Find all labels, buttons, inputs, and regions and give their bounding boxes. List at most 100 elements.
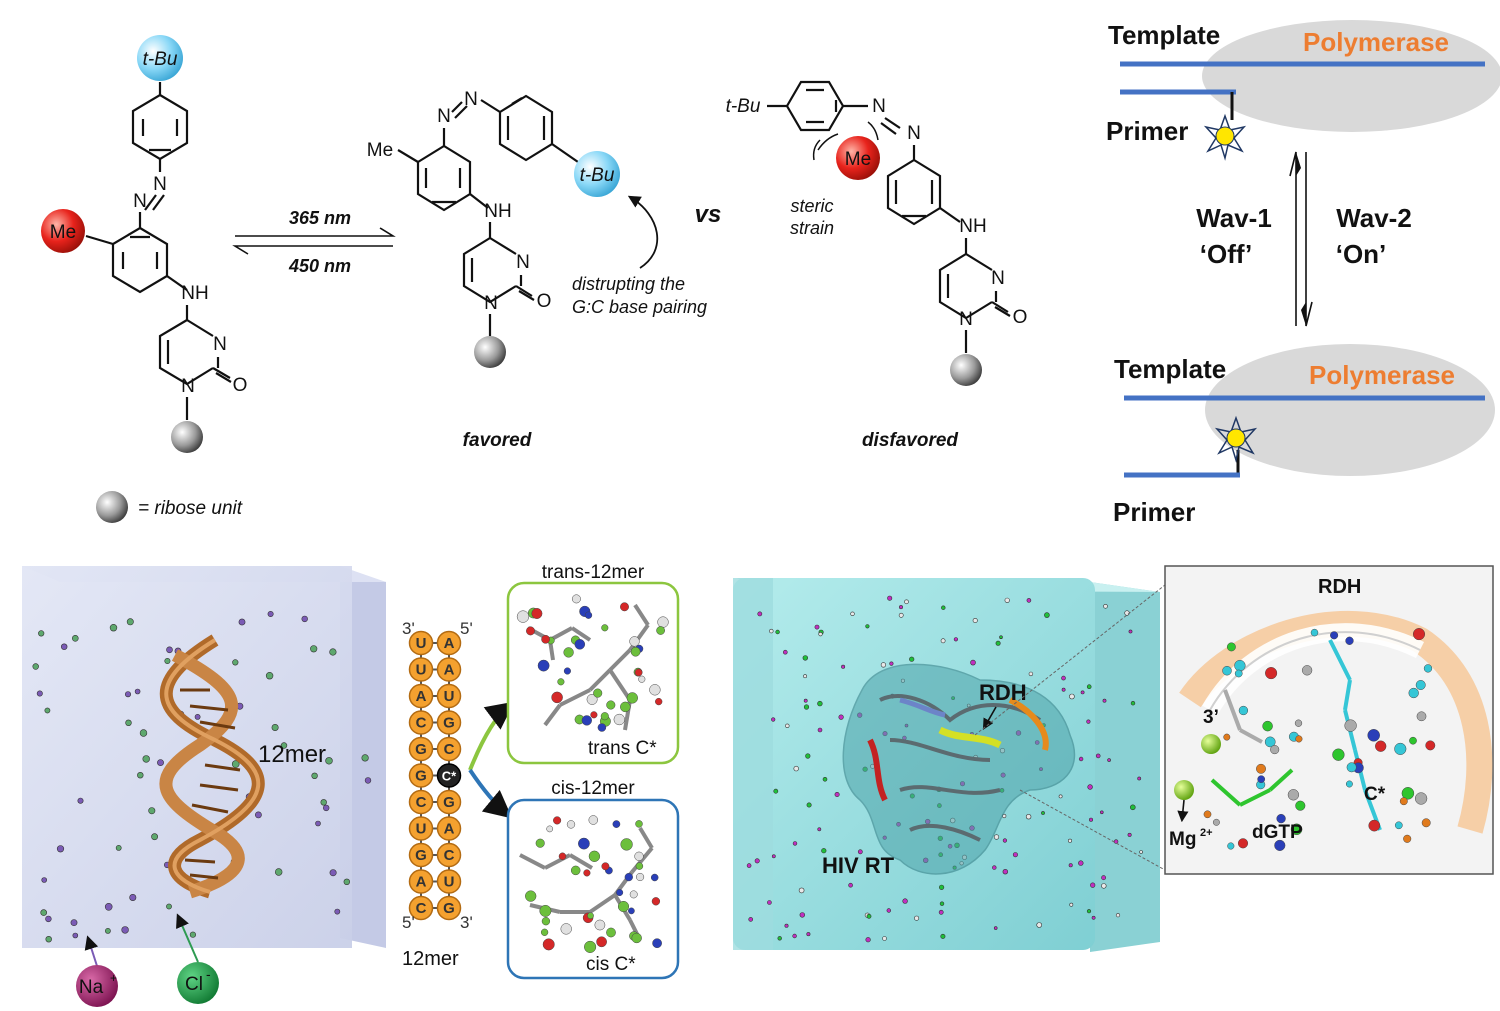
polymerase-blob-top xyxy=(1202,20,1500,132)
ion-dot xyxy=(1113,839,1119,844)
ion-dot xyxy=(148,807,156,815)
atom xyxy=(588,815,599,825)
carbonyl-o: O xyxy=(233,375,248,396)
annotation-line-1: distrupting the xyxy=(572,274,685,294)
ion-dot xyxy=(1102,698,1107,703)
azobenzene-cytidine-structure-1: t-Bu N N Me NH N N O xyxy=(41,35,247,453)
nucleotide-right-1 xyxy=(436,657,462,682)
ion-dot xyxy=(817,827,822,832)
ion-dot xyxy=(364,777,372,784)
atom xyxy=(594,919,606,931)
nucleotide-left-7 xyxy=(408,816,434,841)
atom xyxy=(1274,839,1286,851)
ion-dot xyxy=(886,908,891,913)
disfavored-tbu-label: t-Bu xyxy=(726,96,761,117)
polymerase-scheme: Polymerase Template Primer Wav-1 ‘Off’ W… xyxy=(1106,20,1500,527)
atom xyxy=(600,712,609,721)
atom xyxy=(1330,631,1339,640)
atom xyxy=(606,927,616,938)
ion-dot xyxy=(280,742,288,749)
atom xyxy=(636,872,645,882)
atom xyxy=(570,865,581,876)
ion-dot xyxy=(995,640,1001,646)
atom xyxy=(635,820,643,828)
atom xyxy=(557,678,565,686)
ion-dot xyxy=(793,765,799,772)
tbu-group-sphere xyxy=(137,35,183,81)
favored-n3: N xyxy=(516,252,530,273)
ion-dot xyxy=(56,845,65,853)
atom xyxy=(652,938,662,949)
ion-dot xyxy=(1139,850,1143,854)
ion-dot xyxy=(1130,700,1136,706)
disfavored-n1: N xyxy=(959,309,973,330)
ion-dot xyxy=(121,926,129,934)
ion-dot xyxy=(1012,852,1018,858)
ion-dot xyxy=(865,937,871,943)
atom xyxy=(535,838,545,848)
ion-dot xyxy=(866,913,872,919)
fluorophore-star-bottom-icon xyxy=(1214,415,1258,463)
polymerase-label-top: Polymerase xyxy=(1303,27,1449,57)
ion-dot xyxy=(782,649,788,655)
legend-text: = ribose unit xyxy=(138,498,243,519)
polymerase-label-bottom: Polymerase xyxy=(1309,360,1455,390)
end-bottom-left: 5' xyxy=(402,913,415,932)
atom xyxy=(616,888,624,897)
water-box-hiv-rt: RDH HIV RT xyxy=(733,578,1166,952)
nucleotide-left-3 xyxy=(408,710,434,735)
atom xyxy=(601,624,609,632)
ion-dot xyxy=(1026,598,1032,603)
atom xyxy=(1262,720,1273,732)
atom xyxy=(583,869,591,877)
atom xyxy=(584,940,597,953)
atom xyxy=(1345,636,1354,645)
disfavored-caption: disfavored xyxy=(862,430,958,451)
nucleotide-right-4 xyxy=(436,736,462,762)
trans-title: trans-12mer xyxy=(542,562,645,583)
ion-dot xyxy=(1091,915,1096,920)
azo-n-lower: N xyxy=(133,191,147,212)
atom xyxy=(587,912,594,920)
ion-dot xyxy=(320,799,327,806)
atom xyxy=(531,608,543,619)
rna-duplex-helix xyxy=(159,634,265,899)
ion-dot xyxy=(129,893,137,901)
atom xyxy=(1412,628,1426,641)
atom xyxy=(546,825,554,833)
nucleotide-right-label: U xyxy=(444,874,455,891)
ion-dot xyxy=(889,661,894,666)
ion-dot xyxy=(803,674,808,679)
ion-dot xyxy=(275,868,283,876)
disfavored-n3: N xyxy=(991,268,1005,289)
wav1-label-1: Wav-1 xyxy=(1196,203,1272,233)
ion-dots-a xyxy=(32,610,372,943)
disfavored-aniline-ring xyxy=(886,158,942,226)
wav1-label-2: ‘Off’ xyxy=(1200,239,1252,269)
atom xyxy=(1394,821,1403,830)
ion-dot xyxy=(882,936,887,941)
cl-charge: - xyxy=(206,966,211,982)
atom xyxy=(624,872,633,882)
ion-dot xyxy=(806,802,812,808)
atom xyxy=(1421,818,1431,828)
end-top-right: 5' xyxy=(460,619,473,638)
ion-dot xyxy=(938,909,944,915)
ion-dot xyxy=(1124,610,1130,616)
legend-ribose-sphere xyxy=(96,491,128,523)
cis-label: cis C* xyxy=(586,954,636,975)
atom xyxy=(566,820,576,829)
atom xyxy=(1227,842,1235,850)
atom xyxy=(626,692,638,704)
nucleotide-right-label: C xyxy=(444,741,455,758)
atom xyxy=(1345,780,1353,788)
ion-dot xyxy=(757,611,763,617)
atom xyxy=(525,890,537,902)
atom xyxy=(539,904,552,917)
ion-dot xyxy=(914,915,920,921)
favored-azo-n1: N xyxy=(437,106,451,127)
nucleotide-left-10 xyxy=(408,895,434,921)
atom xyxy=(630,646,641,657)
nucleotide-right-label: G xyxy=(443,900,455,917)
